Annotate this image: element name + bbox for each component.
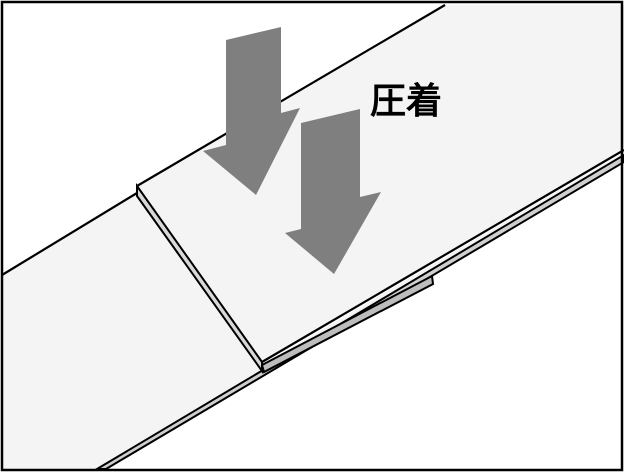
lower-strip bbox=[2, 152, 624, 469]
tape-backing bbox=[260, 274, 435, 374]
compression-label: 圧着 bbox=[370, 81, 443, 122]
upper-strip bbox=[137, 5, 624, 362]
lower-strip-top-edge bbox=[1, 192, 138, 276]
press-arrow-1 bbox=[203, 27, 300, 195]
upper-strip-top-edge bbox=[136, 4, 446, 187]
upper-strip-end-face bbox=[136, 182, 263, 375]
upper-strip-lower-edge bbox=[261, 149, 624, 363]
press-arrow-2 bbox=[285, 109, 381, 274]
